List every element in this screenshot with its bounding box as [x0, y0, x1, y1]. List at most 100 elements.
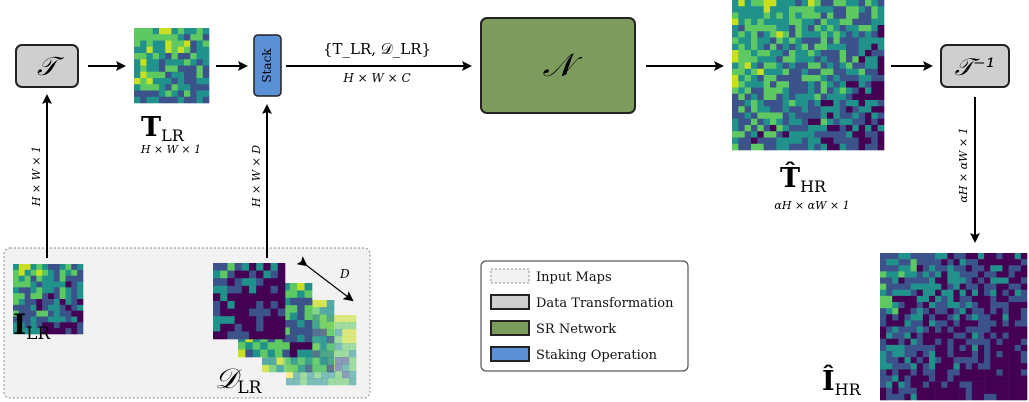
heatmap-cell: [990, 253, 997, 260]
heatmap-cell: [13, 269, 20, 276]
heatmap-cell: [808, 125, 815, 132]
heatmap-cell: [990, 375, 997, 382]
heatmap-cell: [342, 357, 350, 365]
heatmap-cell: [984, 393, 991, 401]
heatmap-cell: [922, 338, 930, 346]
heatmap-cell: [990, 283, 997, 291]
heatmap-cell: [814, 125, 821, 132]
heatmap-cell: [763, 125, 771, 132]
heatmap-cell: [892, 344, 899, 352]
heatmap-cell: [770, 25, 777, 32]
heatmap-cell: [953, 289, 960, 297]
heatmap-cell: [732, 125, 739, 132]
heatmap-cell: [776, 143, 783, 151]
heatmap-cell: [871, 81, 878, 88]
heatmap-cell: [744, 37, 752, 45]
heatmap-cell: [922, 344, 930, 352]
heatmap-cell: [929, 393, 936, 401]
heatmap-cell: [770, 131, 777, 138]
heatmap-cell: [880, 277, 887, 284]
heatmap-cell: [984, 314, 991, 321]
heatmap-cell: [171, 34, 179, 41]
heatmap-cell: [184, 59, 191, 66]
heatmap-cell: [1014, 393, 1022, 401]
heatmap-cell: [898, 265, 905, 272]
heatmap-cell: [18, 281, 25, 288]
heatmap-cell: [880, 363, 887, 370]
heatmap-cell: [898, 253, 905, 260]
heatmap-cell: [42, 293, 49, 300]
heatmap-cell: [789, 0, 796, 7]
heatmap-cell: [880, 332, 887, 340]
heatmap-cell: [738, 131, 745, 138]
heatmap-cell: [990, 357, 997, 364]
heatmap-cell: [910, 302, 918, 309]
heatmap-cell: [996, 295, 1003, 303]
heatmap-cell: [732, 62, 739, 70]
heatmap-cell: [18, 328, 25, 335]
heatmap-cell: [297, 283, 305, 291]
heatmap-cell: [184, 65, 191, 73]
heatmap-cell: [1008, 375, 1016, 382]
heatmap-cell: [763, 81, 771, 88]
heatmap-cell: [270, 301, 279, 309]
heatmap-cell: [65, 287, 72, 294]
heatmap-cell: [1014, 253, 1022, 260]
heatmap-cell: [904, 314, 911, 321]
heatmap-cell: [1020, 344, 1028, 352]
heatmap-cell: [916, 375, 924, 382]
heatmap-cell: [916, 381, 924, 389]
heatmap-cell: [241, 323, 250, 332]
heatmap-cell: [833, 37, 840, 45]
heatmap-cell: [42, 269, 49, 276]
heatmap-cell: [48, 287, 55, 294]
heatmap-cell: [877, 43, 885, 51]
heatmap-cell: [71, 304, 78, 311]
heatmap-cell: [196, 53, 204, 60]
heatmap-cell: [260, 342, 268, 350]
heatmap-cell: [877, 143, 885, 151]
heatmap-cell: [77, 316, 84, 323]
heatmap-cell: [922, 351, 930, 358]
heatmap-cell: [152, 46, 160, 54]
heatmap-cell: [289, 312, 298, 321]
heatmap-cell: [789, 6, 796, 13]
heatmap-cell: [1014, 277, 1022, 284]
heatmap-cell: [757, 112, 764, 120]
heatmap-cell: [260, 349, 268, 358]
heatmap-cell: [892, 283, 899, 291]
heatmap-cell: [770, 43, 777, 51]
heatmap-cell: [770, 81, 777, 88]
heatmap-cell: [159, 46, 166, 54]
heatmap-cell: [935, 289, 942, 297]
heatmap-cell: [984, 344, 991, 352]
heatmap-cell: [880, 265, 887, 272]
heatmap-cell: [852, 31, 859, 38]
ilr-dims-label: H × W × 1: [30, 146, 43, 207]
heatmap-cell: [886, 320, 893, 327]
heatmap-cell: [833, 100, 840, 107]
heatmap-cell: [865, 100, 872, 107]
heatmap-cell: [152, 78, 160, 85]
heatmap-cell: [880, 283, 887, 291]
heatmap-cell: [134, 53, 141, 60]
heatmap-cell: [286, 378, 294, 386]
heatmap-cell: [852, 43, 859, 51]
heatmap-cell: [904, 351, 911, 358]
heatmap-cell: [941, 308, 948, 315]
heatmap-cell: [24, 281, 31, 288]
heatmap-cell: [852, 56, 859, 63]
heatmap-cell: [269, 357, 277, 366]
heatmap-cell: [1020, 295, 1028, 303]
heatmap-cell: [776, 125, 783, 132]
heatmap-cell: [916, 295, 924, 303]
heatmap-cell: [782, 25, 790, 32]
heatmap-cell: [776, 81, 783, 88]
heatmap-cell: [871, 125, 878, 132]
heatmap-cell: [134, 84, 141, 91]
heatmap-cell: [1002, 338, 1009, 346]
heatmap-cell: [839, 0, 847, 7]
heatmap-cell: [922, 314, 930, 321]
heatmap-cell: [335, 322, 343, 330]
heatmap-cell: [990, 338, 997, 346]
